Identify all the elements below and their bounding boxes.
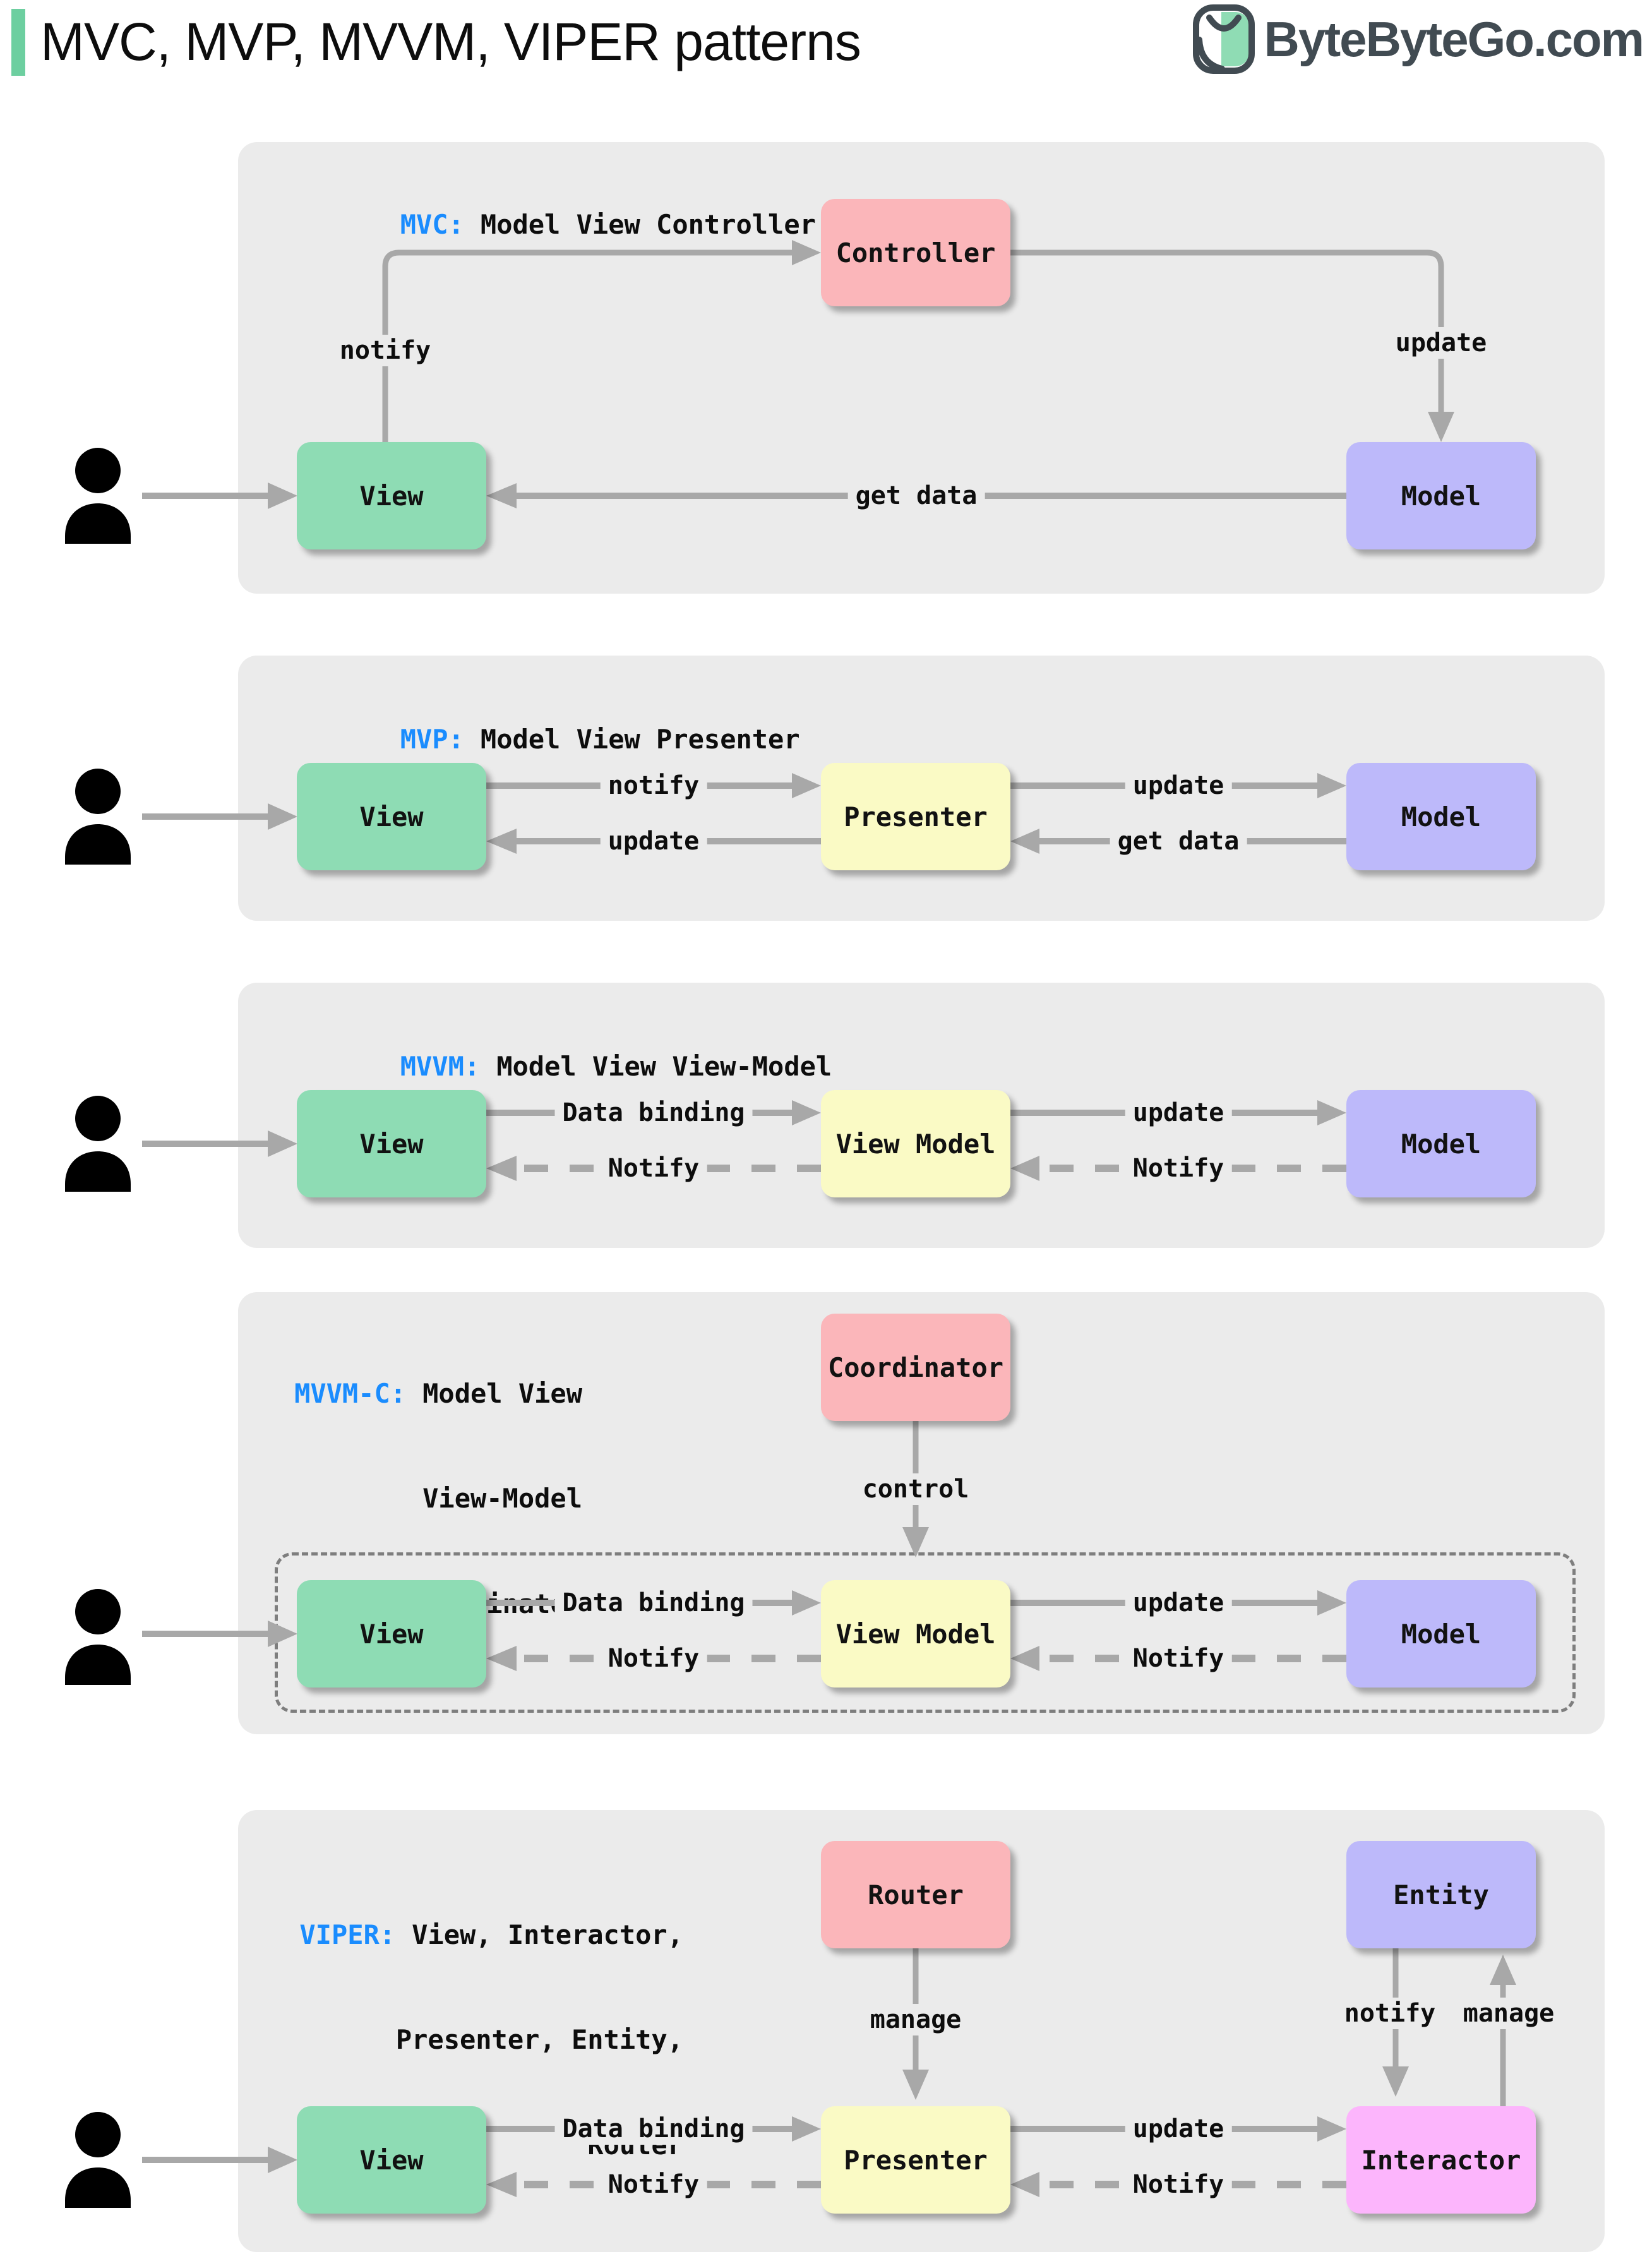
edge-label-manage-router: manage — [862, 2004, 969, 2035]
node-controller: Controller — [821, 199, 1010, 306]
edge-label-update-view: update — [600, 825, 707, 857]
node-interactor: Interactor — [1346, 2106, 1536, 2214]
panel-mvp-title: MVP:Model View Presenter — [400, 724, 800, 755]
edge-label-notify-view: Notify — [600, 2169, 707, 2200]
page-title: MVC, MVP, MVVM, VIPER patterns — [40, 12, 861, 71]
node-presenter: Presenter — [821, 2106, 1010, 2214]
node-view: View — [297, 763, 486, 870]
user-arrow-mvvm-line — [142, 1141, 268, 1147]
user-arrow-mvvm-head — [268, 1130, 297, 1157]
panel-mvvmc-title-line2: View-Model — [422, 1483, 582, 1514]
node-model: Model — [1346, 1580, 1536, 1688]
panel-mvc-title-prefix: MVC: — [400, 209, 464, 241]
edge-label-notify-entity: notify — [1336, 1998, 1444, 2029]
panel-mvvmc: MVVM-C:Model View View-Model Coordinator… — [238, 1292, 1605, 1734]
node-presenter: Presenter — [821, 763, 1010, 870]
panel-mvc: MVC:Model View Controller Controller Vie… — [238, 142, 1605, 594]
edge-label-notify-view: Notify — [600, 1643, 707, 1674]
edge-label-data-binding: Data binding — [554, 1587, 753, 1619]
user-arrow-mvp-line — [142, 813, 268, 820]
edge-label-notify-view: Notify — [600, 1153, 707, 1184]
edge-label-manage-entity: manage — [1455, 1998, 1562, 2029]
edge-label-data-binding: Data binding — [554, 2113, 753, 2145]
node-view: View — [297, 1090, 486, 1197]
node-model: Model — [1346, 442, 1536, 549]
arrow-controller-to-model — [1010, 249, 1444, 412]
user-arrow-mvp-head — [268, 803, 297, 830]
edge-label-data-binding: Data binding — [554, 1097, 753, 1129]
panel-mvvmc-title-line1: MVVM-C:Model View — [294, 1377, 582, 1409]
user-arrow-mvvmc-line — [142, 1631, 268, 1637]
user-arrow-mvc-line — [142, 493, 268, 499]
node-router: Router — [821, 1841, 1010, 1948]
edge-label-notify-vm: Notify — [1125, 1153, 1232, 1184]
panel-mvvm-title: MVVM:Model View View-Model — [400, 1051, 832, 1082]
panel-viper: VIPER:View, Interactor, Presenter, Entit… — [238, 1810, 1605, 2252]
edge-label-notify: notify — [332, 335, 439, 366]
arrow-view-to-controller — [382, 249, 792, 442]
user-icon-mvvmc — [60, 1589, 136, 1685]
edge-label-notify-presenter: Notify — [1125, 2169, 1232, 2200]
edge-label-notify-vm: Notify — [1125, 1643, 1232, 1674]
edge-label-get-data: get data — [847, 480, 985, 512]
edge-label-control: control — [854, 1473, 977, 1505]
node-model: Model — [1346, 763, 1536, 870]
title-accent-bar — [11, 9, 25, 76]
bytebytego-logo-text: ByteByteGo.com — [1264, 11, 1644, 67]
edge-label-update-model: update — [1125, 770, 1232, 801]
user-arrow-mvc-head — [268, 483, 297, 509]
user-arrow-mvvmc-head — [268, 1621, 297, 1647]
node-entity: Entity — [1346, 1841, 1536, 1948]
user-icon-mvvm — [60, 1096, 136, 1192]
edge-label-update: update — [1125, 1587, 1232, 1619]
panel-mvp: MVP:Model View Presenter View Presenter … — [238, 656, 1605, 921]
edge-label-get-data: get data — [1110, 825, 1247, 857]
panel-viper-title-line2: Presenter, Entity, — [395, 2024, 683, 2056]
node-coordinator: Coordinator — [821, 1314, 1010, 1421]
panel-mvc-title: MVC:Model View Controller — [400, 209, 816, 241]
node-view: View — [297, 1580, 486, 1688]
node-model: Model — [1346, 1090, 1536, 1197]
edge-label-update: update — [1387, 327, 1495, 359]
bytebytego-logo: ByteByteGo.com — [1192, 4, 1644, 75]
user-icon-viper — [60, 2112, 136, 2208]
user-icon-mvc — [60, 448, 136, 544]
node-view-model: View Model — [821, 1580, 1010, 1688]
panel-viper-title-line1: VIPER:View, Interactor, — [299, 1919, 683, 1950]
node-view-model: View Model — [821, 1090, 1010, 1197]
user-arrow-viper-head — [268, 2147, 297, 2173]
node-view: View — [297, 2106, 486, 2214]
panel-mvvm: MVVM:Model View View-Model View View Mod… — [238, 983, 1605, 1248]
edge-label-update: update — [1125, 1097, 1232, 1129]
user-icon-mvp — [60, 769, 136, 865]
panel-mvvm-title-prefix: MVVM: — [400, 1051, 481, 1082]
node-view: View — [297, 442, 486, 549]
user-arrow-viper-line — [142, 2157, 268, 2163]
bytebytego-logo-icon — [1192, 4, 1255, 74]
edge-label-update: update — [1125, 2113, 1232, 2145]
edge-label-notify: notify — [600, 770, 707, 801]
panel-mvp-title-prefix: MVP: — [400, 724, 464, 755]
panel-viper-title: VIPER:View, Interactor, Presenter, Entit… — [292, 1847, 683, 2233]
